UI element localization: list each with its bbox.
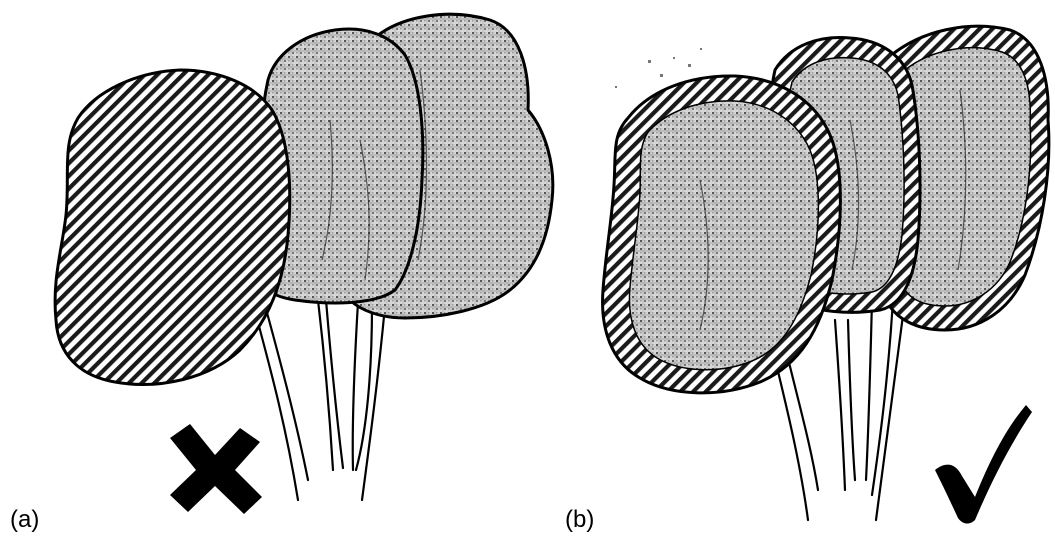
panel-b bbox=[603, 26, 1049, 523]
panel-a-label: (a) bbox=[10, 508, 39, 532]
panel-b-label: (b) bbox=[565, 508, 594, 532]
panel-a-stems bbox=[252, 298, 385, 500]
checkmark-icon bbox=[935, 405, 1032, 524]
panel-a bbox=[55, 14, 553, 514]
cross-icon bbox=[170, 424, 262, 514]
panel-a-cluster-left bbox=[55, 70, 290, 384]
